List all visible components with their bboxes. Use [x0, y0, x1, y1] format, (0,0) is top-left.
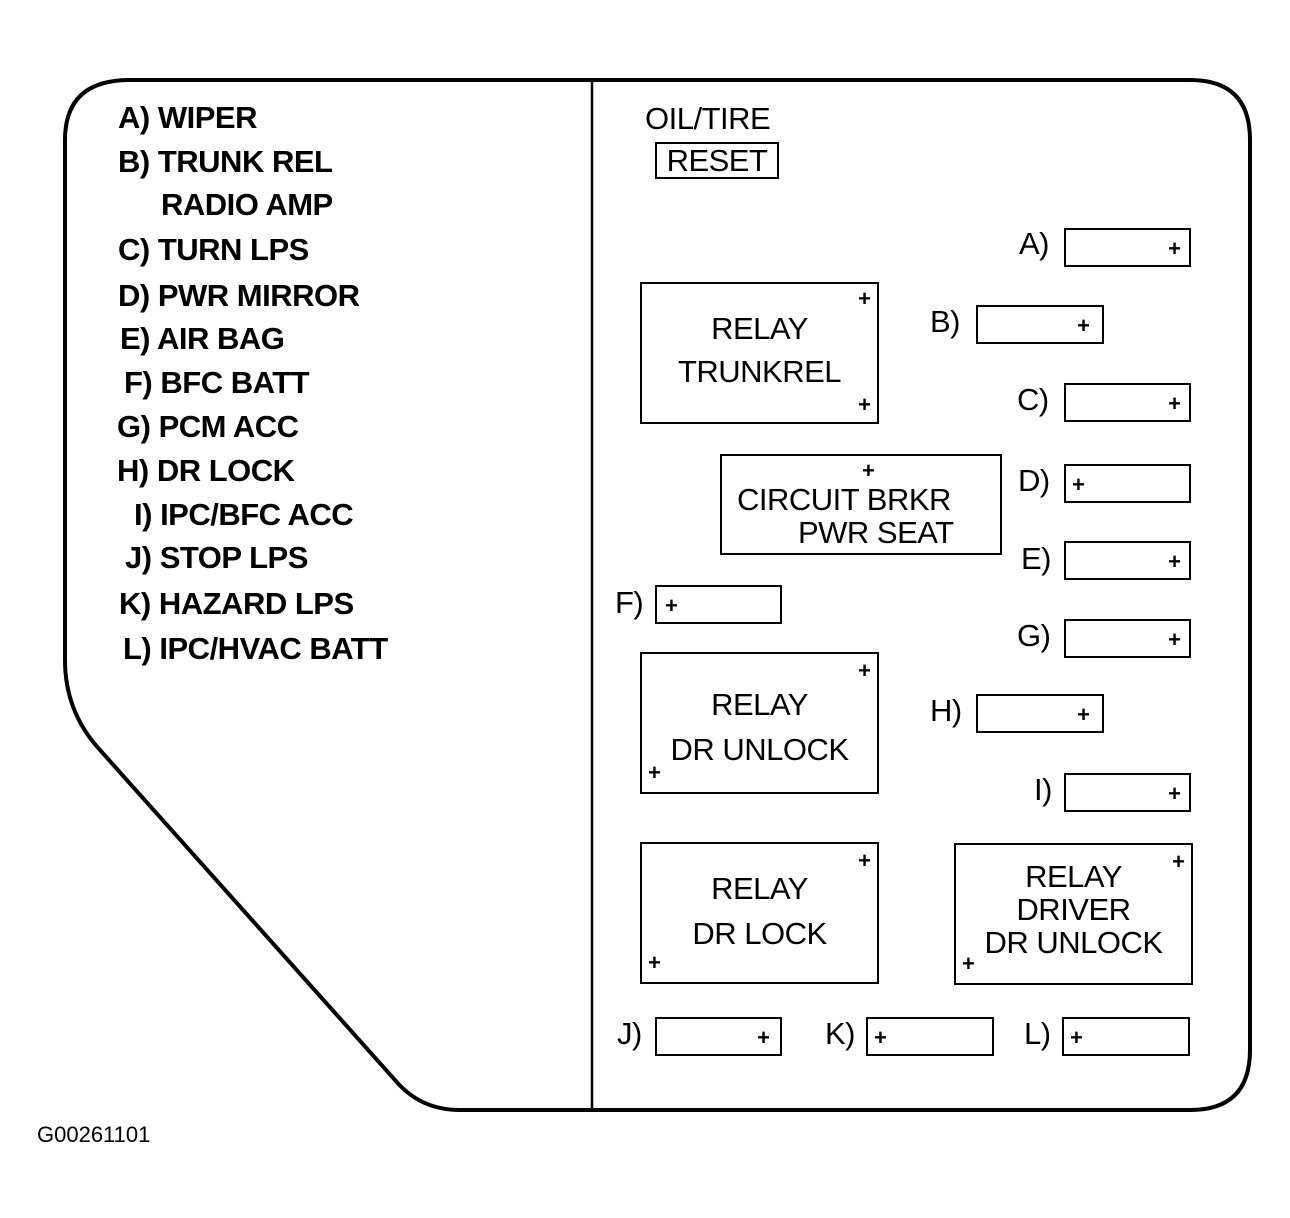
plus-terminal-icon: +: [1168, 549, 1181, 574]
legend-item: L) IPC/HVAC BATT: [123, 631, 388, 666]
fuse-k[interactable]: +: [866, 1017, 994, 1056]
legend-item: A) WIPER: [118, 100, 257, 135]
circuit-breaker-pwr-seat[interactable]: + CIRCUIT BRKR PWR SEAT: [720, 454, 1002, 555]
fuse-label-k: K): [825, 1016, 856, 1051]
relay-label-line: RELAY: [711, 311, 808, 346]
plus-terminal-icon: +: [858, 286, 871, 311]
plus-terminal-icon: +: [1168, 236, 1181, 261]
relay-label-line: PWR SEAT: [798, 515, 954, 550]
fuse-label-g: G): [1017, 618, 1051, 653]
fuse-a[interactable]: +: [1064, 228, 1191, 267]
legend-item: H) DR LOCK: [117, 453, 295, 488]
relay-label-line: DR UNLOCK: [984, 924, 1163, 960]
relay-label-line: RELAY: [711, 871, 808, 906]
panel-border: [63, 78, 1252, 1112]
relay-label-line: CIRCUIT BRKR: [737, 482, 951, 517]
legend-item: K) HAZARD LPS: [119, 586, 354, 621]
relay-driver-dr-unlock[interactable]: RELAY DRIVER DR UNLOCK + +: [954, 843, 1193, 985]
legend-item: RADIO AMP: [161, 187, 333, 222]
legend-item: J) STOP LPS: [125, 540, 308, 575]
relay-label-line: DRIVER: [1016, 891, 1131, 927]
legend-item: D) PWR MIRROR: [118, 278, 360, 313]
fuse-c[interactable]: +: [1064, 383, 1191, 422]
fuse-h[interactable]: +: [976, 694, 1104, 733]
fuse-i[interactable]: +: [1064, 773, 1191, 812]
fuse-d[interactable]: +: [1064, 464, 1191, 503]
oil-tire-reset-button[interactable]: RESET: [655, 142, 779, 179]
oil-tire-label: OIL/TIRE: [645, 101, 771, 136]
plus-terminal-icon: +: [1072, 472, 1085, 497]
figure-id: G00261101: [37, 1122, 151, 1147]
fuse-label-b: B): [930, 304, 961, 339]
fuse-f[interactable]: +: [655, 585, 782, 624]
fuse-label-a: A): [1019, 226, 1050, 261]
fuse-b[interactable]: +: [976, 305, 1104, 344]
plus-terminal-icon: +: [1168, 781, 1181, 806]
plus-terminal-icon: +: [665, 593, 678, 618]
relay-trunkrel[interactable]: RELAY TRUNKREL + +: [640, 282, 879, 424]
plus-terminal-icon: +: [1070, 1025, 1083, 1050]
legend-item: B) TRUNK REL: [118, 144, 333, 179]
plus-terminal-icon: +: [648, 950, 661, 975]
plus-terminal-icon: +: [858, 658, 871, 683]
fuse-l[interactable]: +: [1062, 1017, 1190, 1056]
plus-terminal-icon: +: [862, 458, 875, 483]
legend-item: C) TURN LPS: [118, 232, 309, 267]
fuse-label-l: L): [1024, 1016, 1051, 1051]
fuse-label-e: E): [1021, 541, 1052, 576]
fuse-j[interactable]: +: [655, 1017, 782, 1056]
plus-terminal-icon: +: [1077, 313, 1090, 338]
relay-label-line: RELAY: [1025, 859, 1122, 894]
fuse-label-j: J): [617, 1016, 642, 1051]
relay-label-line: DR UNLOCK: [670, 731, 849, 767]
legend-item: G) PCM ACC: [117, 409, 299, 444]
plus-terminal-icon: +: [962, 951, 975, 976]
plus-terminal-icon: +: [648, 760, 661, 785]
relay-label-line: TRUNKREL: [677, 353, 842, 389]
relay-label-line: RELAY: [711, 687, 808, 722]
plus-terminal-icon: +: [1168, 627, 1181, 652]
relay-label-line: DR LOCK: [692, 915, 827, 951]
fuse-g[interactable]: +: [1064, 619, 1191, 658]
fuse-label-f: F): [615, 585, 644, 620]
plus-terminal-icon: +: [1077, 702, 1090, 727]
legend-item: F) BFC BATT: [124, 365, 310, 400]
relay-dr-lock[interactable]: RELAY DR LOCK + +: [640, 842, 879, 984]
legend-item: E) AIR BAG: [120, 321, 285, 356]
relay-dr-unlock[interactable]: RELAY DR UNLOCK + +: [640, 652, 879, 794]
fuse-label-d: D): [1018, 463, 1050, 498]
plus-terminal-icon: +: [1168, 391, 1181, 416]
plus-terminal-icon: +: [858, 392, 871, 417]
fuse-label-h: H): [930, 693, 962, 728]
fuse-label-i: I): [1034, 772, 1052, 807]
plus-terminal-icon: +: [1172, 849, 1185, 874]
fuse-e[interactable]: +: [1064, 541, 1191, 580]
fuse-label-c: C): [1017, 382, 1049, 417]
plus-terminal-icon: +: [757, 1025, 770, 1050]
legend-item: I) IPC/BFC ACC: [134, 497, 354, 532]
plus-terminal-icon: +: [858, 848, 871, 873]
plus-terminal-icon: +: [874, 1025, 887, 1050]
